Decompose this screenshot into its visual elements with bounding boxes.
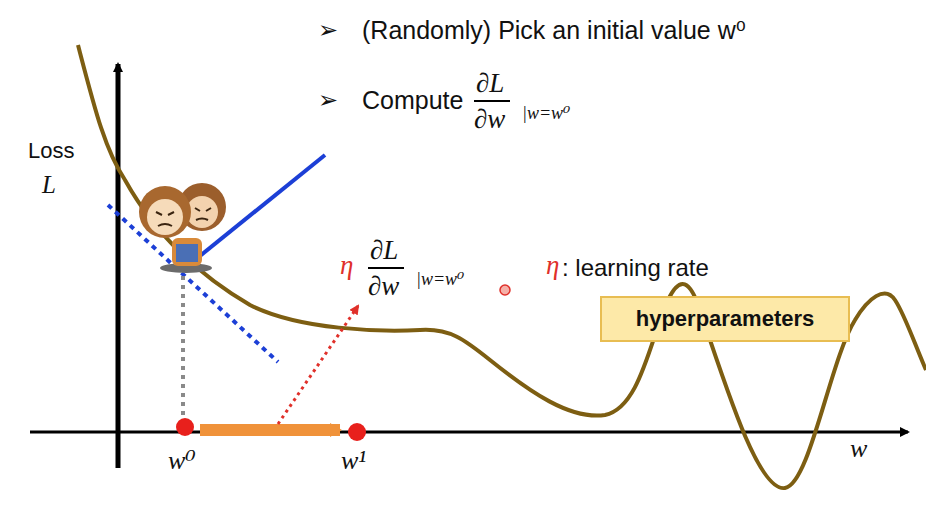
math-subscript: |w=w⁰ — [522, 104, 570, 122]
axis-label: Loss — [28, 140, 74, 162]
math-symbol: η — [340, 252, 353, 279]
step-text: (Randomly) Pick an initial value w⁰ — [362, 18, 746, 43]
math-symbol: η — [546, 252, 559, 279]
bullet: ➢ — [318, 18, 338, 42]
fraction-bar — [368, 267, 404, 269]
cursor-dot — [500, 285, 510, 295]
point-w1 — [348, 423, 366, 441]
axis-tick-label: w⁰ — [168, 448, 196, 474]
step-text: Compute — [362, 88, 463, 113]
loss-curve — [78, 45, 926, 488]
tangent-line — [185, 155, 325, 268]
highlight-box: hyperparameters — [600, 296, 850, 342]
definition-text: : learning rate — [562, 256, 709, 280]
axis-label: w — [850, 436, 867, 462]
bullet: ➢ — [318, 88, 338, 112]
point-w0 — [176, 418, 194, 436]
projection-line — [181, 276, 185, 418]
axis-label: L — [42, 172, 56, 197]
monkey-characters — [139, 183, 226, 273]
math-numerator: ∂L — [476, 70, 504, 97]
fraction-bar — [474, 100, 510, 102]
box-text: hyperparameters — [616, 308, 834, 330]
math-denominator: ∂w — [368, 273, 399, 300]
leader-arrow — [278, 306, 358, 424]
math-numerator: ∂L — [370, 237, 398, 264]
y-axis — [116, 64, 121, 468]
x-axis — [30, 431, 908, 434]
step-arrow — [200, 424, 340, 436]
math-subscript: |w=w⁰ — [416, 270, 464, 288]
math-denominator: ∂w — [474, 106, 505, 133]
axis-tick-label: w¹ — [341, 448, 366, 474]
